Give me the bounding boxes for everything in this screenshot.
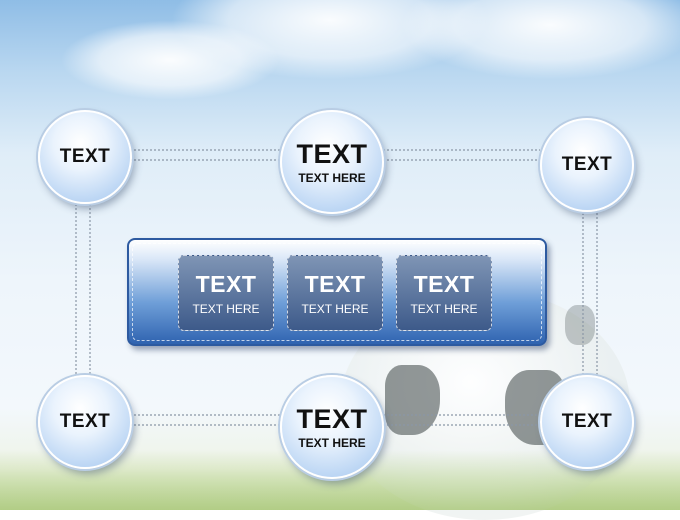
cloud <box>60 20 280 100</box>
box-subtitle: TEXT HERE <box>192 301 260 316</box>
node-bottom-left: TEXT <box>38 375 132 469</box>
node-title: TEXT <box>561 411 613 432</box>
node-title: TEXT <box>296 404 368 434</box>
node-top-left: TEXT <box>38 110 132 204</box>
box-subtitle: TEXT HERE <box>301 301 369 316</box>
box-subtitle: TEXT HERE <box>410 301 478 316</box>
node-title: TEXT <box>59 146 111 167</box>
node-title: TEXT <box>59 411 111 432</box>
node-subtitle: TEXT HERE <box>298 171 366 185</box>
panel-box: TEXT TEXT HERE <box>287 255 383 331</box>
node-bottom-center: TEXT TEXT HERE <box>280 375 384 479</box>
node-top-right: TEXT <box>540 118 634 212</box>
center-panel: TEXT TEXT HERE TEXT TEXT HERE TEXT TEXT … <box>127 238 547 346</box>
box-title: TEXT <box>304 270 366 297</box>
node-title: TEXT <box>561 154 613 175</box>
node-bottom-right: TEXT <box>540 375 634 469</box>
node-subtitle: TEXT HERE <box>298 436 366 450</box>
panel-box: TEXT TEXT HERE <box>178 255 274 331</box>
panel-box: TEXT TEXT HERE <box>396 255 492 331</box>
box-title: TEXT <box>413 270 475 297</box>
node-top-center: TEXT TEXT HERE <box>280 110 384 214</box>
node-title: TEXT <box>296 139 368 169</box>
box-title: TEXT <box>195 270 257 297</box>
